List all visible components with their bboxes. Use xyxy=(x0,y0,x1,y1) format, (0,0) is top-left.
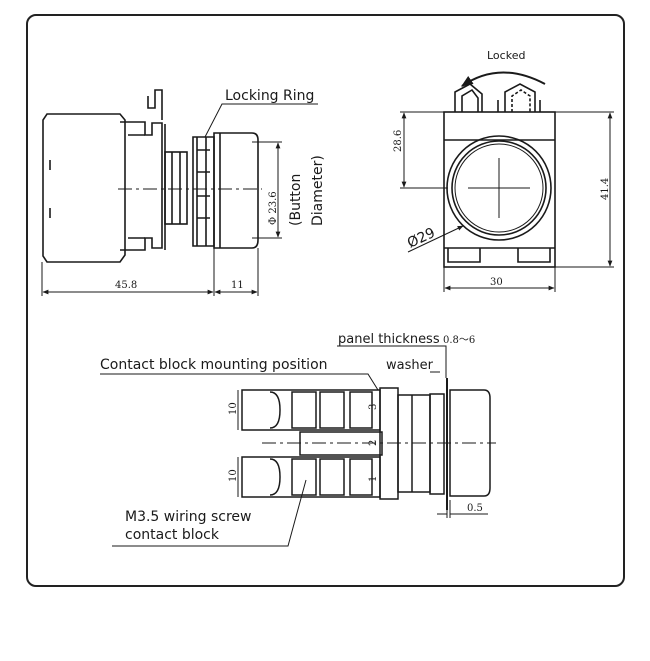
dim-side-head: 11 xyxy=(231,280,244,291)
side-view xyxy=(42,89,282,263)
label-panel-thickness-value: 0.8～6 xyxy=(443,335,475,346)
label-locked: Locked xyxy=(487,49,525,62)
terminal-number: 1 xyxy=(368,476,379,482)
label-button-line1: (Button xyxy=(288,174,304,226)
dim-washer-gap: 0.5 xyxy=(467,503,483,514)
label-button-line2: Diameter) xyxy=(310,155,326,226)
label-contact-block: contact block xyxy=(125,527,220,543)
dim-front-width: 30 xyxy=(490,277,503,288)
terminal-number: 2 xyxy=(368,440,379,446)
label-contact-mounting: Contact block mounting position xyxy=(100,357,328,373)
dim-front-height-top: 28.6 xyxy=(393,130,404,152)
label-washer: washer xyxy=(386,358,434,373)
bottom-dimensions xyxy=(100,345,488,547)
label-panel-thickness: panel thickness xyxy=(338,332,440,347)
dim-front-dia: Ø29 xyxy=(405,225,438,252)
side-dimensions xyxy=(41,103,318,296)
bottom-view xyxy=(241,378,491,510)
dim-contact-bottom: 10 xyxy=(228,469,239,482)
drawing-border xyxy=(26,14,625,587)
label-wiring-screw: M3.5 wiring screw xyxy=(125,509,252,525)
locked-arrow xyxy=(461,71,546,87)
front-dimensions xyxy=(400,111,614,292)
dim-side-length: 45.8 xyxy=(115,280,137,291)
dim-contact-top: 10 xyxy=(228,402,239,415)
front-view xyxy=(443,83,556,268)
dim-front-height: 41.4 xyxy=(600,178,611,200)
terminal-number: 3 xyxy=(368,404,379,410)
label-locking-ring: Locking Ring xyxy=(225,88,314,104)
dim-button-dia: Φ 23.6 xyxy=(268,191,279,225)
front-crosshair xyxy=(468,158,530,218)
